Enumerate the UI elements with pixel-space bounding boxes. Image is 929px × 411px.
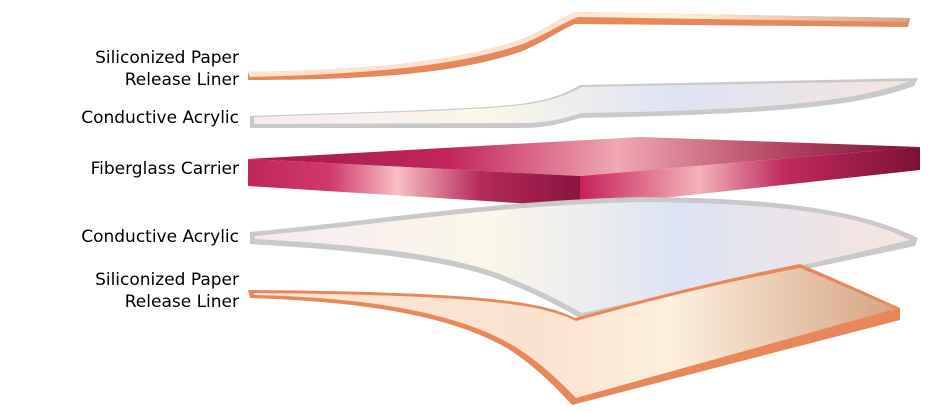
label-fiberglass-carrier: Fiberglass Carrier — [91, 158, 239, 180]
label-top-conductive-acrylic: Conductive Acrylic — [81, 107, 239, 129]
label-top-conductive-acrylic-line1: Conductive Acrylic — [81, 107, 239, 129]
label-top-release-liner-line2: Release Liner — [95, 69, 239, 91]
fiberglass-carrier-layer — [248, 137, 920, 207]
label-top-release-liner-line1: Siliconized Paper — [95, 47, 239, 69]
top-release-liner-layer — [248, 12, 910, 80]
label-top-release-liner: Siliconized Paper Release Liner — [95, 47, 239, 91]
label-fiberglass-carrier-line1: Fiberglass Carrier — [91, 158, 239, 180]
label-bottom-release-liner-line2: Release Liner — [95, 291, 239, 313]
label-bottom-release-liner-line1: Siliconized Paper — [95, 269, 239, 291]
label-bottom-conductive-acrylic: Conductive Acrylic — [81, 226, 239, 248]
label-bottom-conductive-acrylic-line1: Conductive Acrylic — [81, 226, 239, 248]
label-bottom-release-liner: Siliconized Paper Release Liner — [95, 269, 239, 313]
top-conductive-acrylic-layer — [250, 78, 918, 128]
